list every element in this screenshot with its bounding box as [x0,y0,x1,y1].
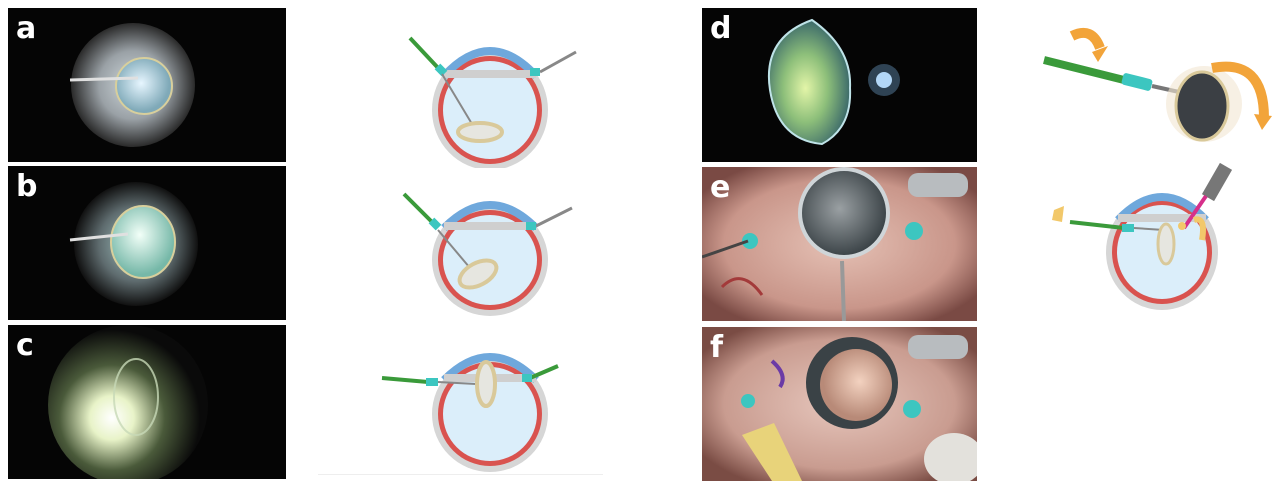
panel-label-a: a [16,14,36,44]
photo-f-image [702,327,977,481]
photo-a-image [8,8,286,162]
photo-d-image [702,8,977,162]
panel-label-c: c [16,331,34,361]
rotation-arrow-left-icon [1072,33,1100,48]
photo-panel-d: d [702,8,977,162]
panel-label-d: d [710,14,731,44]
panel-label-e: e [710,173,730,203]
photo-panel-a: a [8,8,286,162]
photo-panel-b: b [8,166,286,320]
divider-line [318,474,603,475]
photo-b-image [8,166,286,320]
panel-label-f: f [710,333,723,363]
schematic-a [400,28,580,168]
schematic-d [1038,22,1274,150]
photo-panel-f: f [702,327,977,481]
panel-label-b: b [16,172,37,202]
schematic-b [400,188,580,318]
photo-panel-e: e [702,167,977,321]
photo-e-image [702,167,977,321]
schematic-c [380,340,580,475]
schematic-e [1046,160,1256,316]
photo-c-image [8,325,286,479]
photo-panel-c: c [8,325,286,479]
